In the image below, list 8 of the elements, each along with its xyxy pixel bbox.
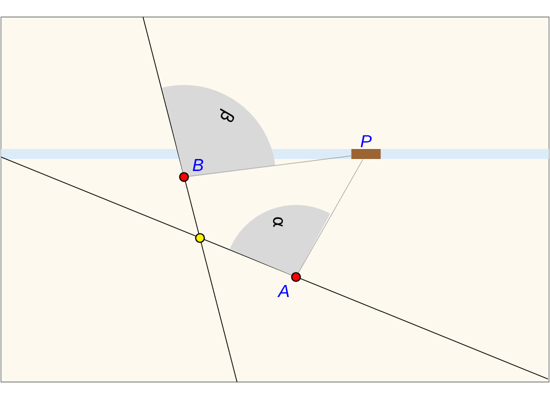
line-segment xyxy=(188,156,352,177)
line-segment xyxy=(298,158,364,274)
slider-block: P xyxy=(351,135,381,159)
node-label: P xyxy=(360,135,372,148)
angle-label: β xyxy=(220,108,234,122)
point-label: A xyxy=(277,285,289,297)
angle-label: α xyxy=(273,217,283,227)
point-label: B xyxy=(192,159,204,171)
